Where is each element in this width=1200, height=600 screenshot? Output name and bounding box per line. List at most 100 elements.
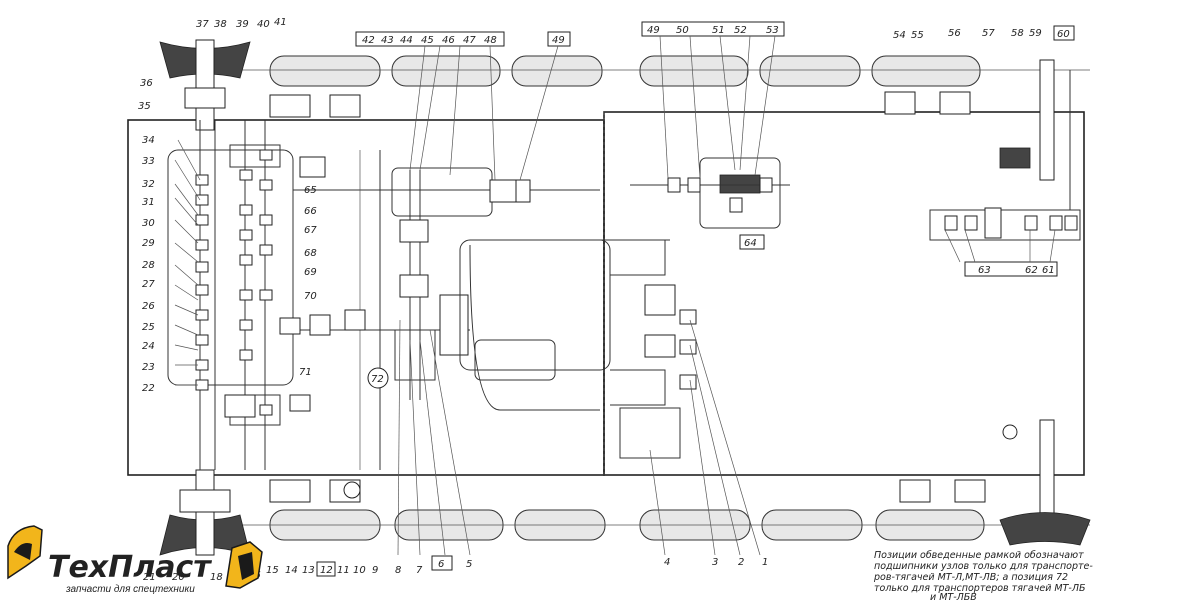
brand-logo: ТехПласт запчасти для спецтехники xyxy=(7,525,263,595)
callout-7: 7 xyxy=(416,565,423,576)
callout-63: 63 xyxy=(978,265,991,276)
callout-69: 69 xyxy=(304,267,317,278)
callout-70: 70 xyxy=(304,291,317,302)
callout-47: 47 xyxy=(463,35,476,46)
callout-1: 1 xyxy=(762,557,768,568)
callout-37: 37 xyxy=(196,19,209,30)
callout-72: 72 xyxy=(371,374,384,385)
left-drive-sprocket-top xyxy=(159,39,251,131)
callout-38: 38 xyxy=(214,19,227,30)
callout-67: 67 xyxy=(304,225,317,236)
callout-45: 45 xyxy=(421,35,434,46)
note-line-5: и МТ-ЛБВ xyxy=(930,592,977,600)
central-shafts xyxy=(224,150,600,470)
callout-3: 3 xyxy=(712,557,718,568)
callout-5: 5 xyxy=(466,559,472,570)
callout-28: 28 xyxy=(142,260,155,271)
callout-10: 10 xyxy=(353,565,366,576)
note-line-4: только для транспортеров тягачей МТ-ЛБ xyxy=(874,583,1086,594)
callout-14: 14 xyxy=(285,565,298,576)
callout-66: 66 xyxy=(304,206,317,217)
callout-26: 26 xyxy=(142,301,155,312)
note-line-3: ров-тягачей МТ-Л,МТ-ЛВ; а позиция 72 xyxy=(873,572,1068,583)
logo-wordmark: ТехПласт xyxy=(48,550,212,585)
lower-track-wheels xyxy=(170,509,1090,541)
callout-42: 42 xyxy=(362,35,375,46)
callout-68: 68 xyxy=(304,248,317,259)
callout-35: 35 xyxy=(138,101,151,112)
callout-33: 33 xyxy=(142,156,155,167)
callout-18: 18 xyxy=(210,572,223,583)
transmission-block xyxy=(167,94,361,503)
callout-34: 34 xyxy=(142,135,155,146)
callout-61: 61 xyxy=(1042,265,1055,276)
callout-41: 41 xyxy=(274,17,287,28)
boxed-label-frames xyxy=(316,21,1075,577)
callout-29: 29 xyxy=(142,238,155,249)
callouts-top-right: 54 55 56 57 58 59 60 xyxy=(893,28,1070,41)
callout-13: 13 xyxy=(302,565,315,576)
callout-58: 58 xyxy=(1011,28,1024,39)
footnote: Позиции обведенные рамкой обозначают под… xyxy=(873,550,1093,600)
callout-46: 46 xyxy=(442,35,455,46)
logo-tagline: запчасти для спецтехники xyxy=(65,584,195,595)
hull-outline xyxy=(127,111,1085,476)
callout-53: 53 xyxy=(766,25,779,36)
callout-43: 43 xyxy=(381,35,394,46)
callout-48: 48 xyxy=(484,35,497,46)
callout-49: 49 xyxy=(647,25,660,36)
excavator-logo-icon xyxy=(7,525,263,589)
callout-31: 31 xyxy=(142,197,155,208)
callout-62: 62 xyxy=(1025,265,1038,276)
callout-23: 23 xyxy=(142,362,155,373)
note-line-1: Позиции обведенные рамкой обозначают xyxy=(874,550,1084,561)
final-drive-right xyxy=(619,157,790,459)
callout-6: 6 xyxy=(438,559,444,570)
callout-15: 15 xyxy=(266,565,279,576)
callout-64: 64 xyxy=(744,238,757,249)
engine-block xyxy=(459,239,670,411)
callout-2: 2 xyxy=(738,557,744,568)
callouts-left: 22 23 24 25 26 27 28 29 30 31 32 33 34 3… xyxy=(138,78,155,394)
callout-30: 30 xyxy=(142,218,155,229)
callout-52: 52 xyxy=(734,25,747,36)
callout-50: 50 xyxy=(676,25,689,36)
callout-60: 60 xyxy=(1057,29,1070,40)
callout-12: 12 xyxy=(320,565,333,576)
callout-25: 25 xyxy=(142,322,155,333)
callout-11: 11 xyxy=(337,565,350,576)
callout-57: 57 xyxy=(982,28,995,39)
callout-54: 54 xyxy=(893,30,906,41)
left-drive-sprocket-bottom xyxy=(159,469,251,556)
callout-21: 21 xyxy=(143,572,156,583)
callout-8: 8 xyxy=(395,565,401,576)
callout-56: 56 xyxy=(948,28,961,39)
callout-44: 44 xyxy=(400,35,413,46)
callout-65: 65 xyxy=(304,185,317,196)
note-line-2: подшипники узлов только для транспорте- xyxy=(874,561,1093,572)
callouts-top-mid2: 49 50 51 52 53 xyxy=(647,25,779,36)
upper-track-wheels xyxy=(170,55,1090,87)
callout-71: 71 xyxy=(299,367,312,378)
callout-22: 22 xyxy=(142,383,155,394)
callout-59: 59 xyxy=(1029,28,1042,39)
callout-36: 36 xyxy=(140,78,153,89)
callout-24: 24 xyxy=(142,341,155,352)
leader-lines xyxy=(174,35,1056,556)
callout-40: 40 xyxy=(257,19,270,30)
callout-20: 20 xyxy=(172,572,185,583)
callout-49-boxed: 49 xyxy=(552,35,565,46)
right-side-gearbox xyxy=(884,70,1081,503)
callouts-top-left: 37 38 39 40 41 xyxy=(196,17,287,30)
callouts-top-mid: 42 43 44 45 46 47 48 49 xyxy=(362,35,565,46)
callout-4: 4 xyxy=(664,557,670,568)
callout-32: 32 xyxy=(142,179,155,190)
callout-39: 39 xyxy=(236,19,249,30)
callout-51: 51 xyxy=(712,25,725,36)
right-idler-assembly xyxy=(999,59,1091,546)
callouts-inner: 65 66 67 68 69 70 71 72 xyxy=(299,185,384,385)
callout-9: 9 xyxy=(372,565,378,576)
callout-55: 55 xyxy=(911,30,924,41)
callout-27: 27 xyxy=(142,279,155,290)
